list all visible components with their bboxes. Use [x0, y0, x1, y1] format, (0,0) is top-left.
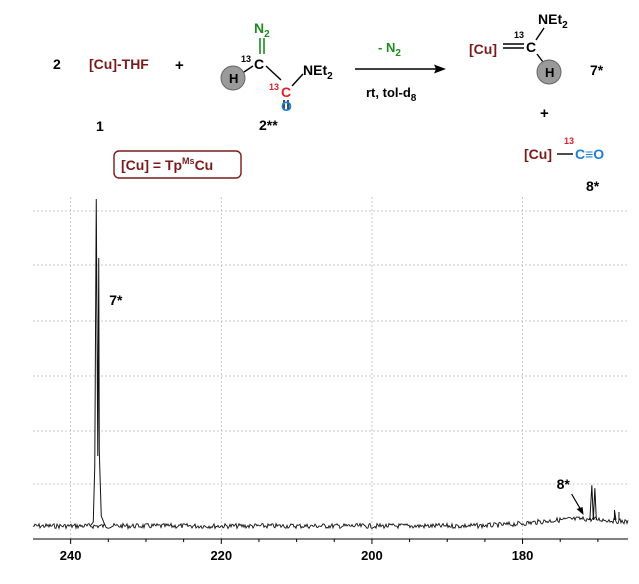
plus-sign: +	[175, 57, 184, 74]
hydrogen-sphere	[220, 65, 246, 91]
nmr-spectrum: 240 220 200 180 7* 8*	[32, 197, 629, 563]
product-8: [Cu] 13 C≡O 8*	[524, 136, 604, 194]
compound-label-1: 1	[96, 118, 104, 134]
reaction-scheme: 2 [Cu]-THF + 1 N2 13 C H 13 C NEt2 O 2**…	[53, 11, 604, 194]
p8-isotope-13: 13	[564, 136, 574, 146]
peak-7	[89, 198, 106, 527]
peak-8	[589, 485, 620, 521]
peak-annotation-7: 7*	[109, 292, 123, 308]
p7-isotope-13: 13	[514, 30, 524, 40]
peak-annotation-8: 8*	[557, 476, 571, 492]
stoich-coefficient: 2	[53, 56, 61, 72]
p7-hydrogen-sphere	[536, 59, 562, 85]
compound-label-7: 7*	[590, 62, 604, 78]
p7-net2-group: NEt2	[538, 11, 568, 31]
oxygen-atom: O	[281, 98, 292, 114]
x-tick-label: 220	[210, 548, 232, 563]
p7-cu-label: [Cu]	[469, 41, 497, 57]
diazo-n2-label: N2	[254, 20, 270, 40]
x-tick-label: 240	[60, 548, 82, 563]
net2-group: NEt2	[303, 62, 333, 82]
ch-bond	[243, 65, 254, 73]
diazo-compound: N2 13 C H 13 C NEt2 O 2**	[220, 20, 333, 133]
p7-ch-bond	[536, 53, 544, 63]
reaction-arrow: - N2 rt, tol-d8	[355, 40, 446, 104]
x-tick-label: 180	[512, 548, 534, 563]
definition-box-frame	[113, 150, 242, 179]
carbene-carbon-atom: C	[254, 56, 264, 72]
p7-hydrogen-atom: H	[545, 65, 554, 80]
reagent-cu-thf: [Cu]-THF	[89, 56, 149, 72]
cu-definition-box: [Cu] = TpMsCu	[113, 150, 242, 179]
p8-cu-label: [Cu]	[524, 146, 552, 162]
product-7: [Cu] 13 C NEt2 H 7*	[469, 11, 604, 85]
plus-sign-products: +	[540, 105, 549, 122]
carbonyl-carbon-atom: C	[281, 84, 291, 100]
definition-text: [Cu] = TpMsCu	[121, 156, 213, 173]
compound-label-2: 2**	[259, 117, 278, 133]
isotope-13-label-a: 13	[241, 54, 251, 64]
arrow-head	[434, 64, 446, 74]
arrow-condition-top: - N2	[378, 40, 401, 59]
p8-carbonyl: C≡O	[575, 146, 604, 162]
p7-cn-bond	[535, 27, 545, 41]
spectrum-grid	[33, 197, 628, 539]
peak-annotation-8-arrowhead	[576, 507, 584, 515]
x-axis-ticks: 240 220 200 180	[60, 539, 599, 563]
x-tick-label: 200	[361, 548, 383, 563]
compound-label-8: 8*	[586, 178, 600, 194]
p7-carbon-atom: C	[526, 39, 536, 55]
arrow-condition-bottom: rt, tol-d8	[366, 85, 417, 104]
hydrogen-atom: H	[229, 71, 238, 86]
spectrum-trace	[32, 515, 629, 531]
cn-amide-bond	[291, 73, 304, 87]
isotope-13-label-b: 13	[269, 82, 279, 92]
cc-bond	[265, 65, 282, 81]
